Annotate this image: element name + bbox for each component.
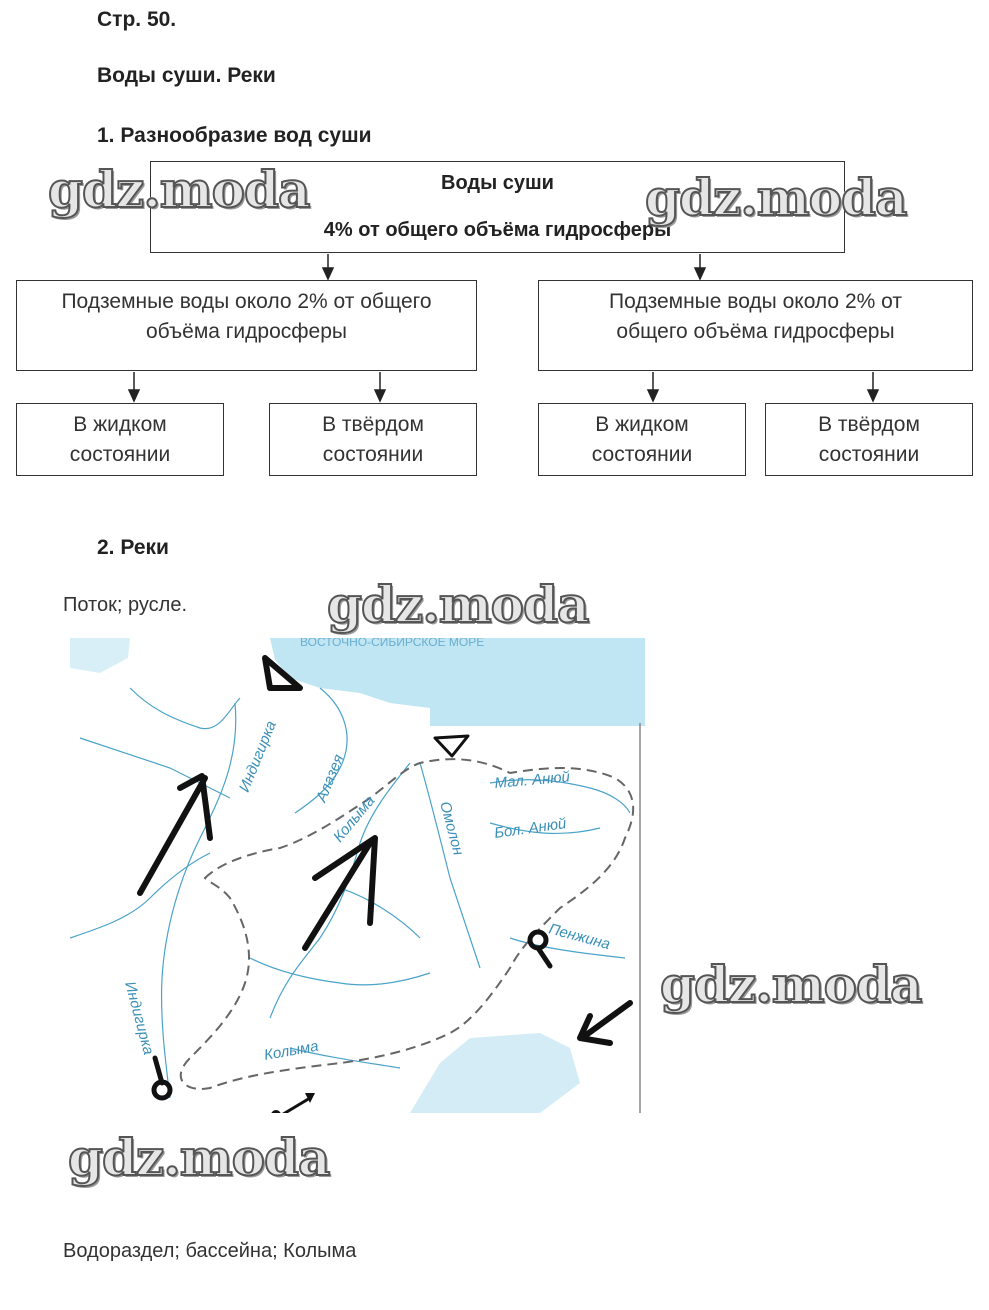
river-lines (70, 687, 631, 1099)
sea-area-bottom (410, 1033, 580, 1113)
arrow-head (866, 389, 880, 403)
leaf-box-2: В твёрдом состоянии (269, 403, 477, 476)
arrow-marker-1 (137, 775, 208, 896)
mid-left-line2: объёма гидросферы (146, 320, 347, 343)
leaf-box-4: В твёрдом состоянии (765, 403, 973, 476)
leaf-4-line1: В твёрдом (818, 413, 920, 436)
answer-2: Водораздел; бассейна; Колыма (63, 1240, 357, 1262)
mid-right-line1: Подземные воды около 2% от (609, 290, 902, 313)
watermark-2: gdz.moda (644, 167, 908, 228)
triangle-marker-source (262, 655, 303, 691)
mid-right-line2: общего объёма гидросферы (616, 320, 895, 343)
watermark-3: gdz.moda (326, 574, 590, 635)
top-box-title: Воды суши (441, 172, 554, 194)
hand-markers (137, 655, 633, 1113)
sea-label: ВОСТОЧНО-СИБИРСКОЕ МОРЕ (300, 638, 484, 649)
arrow-head (693, 267, 707, 281)
leaf-2-line2: состоянии (322, 443, 424, 466)
circle-marker-2-tail (152, 1055, 165, 1086)
watermark-5: gdz.moda (67, 1127, 331, 1188)
arrow-head (646, 389, 660, 403)
rivers-map: ВОСТОЧНО-СИБИРСКОЕ МОРЕ Индигирка Алазея… (70, 638, 645, 1113)
leaf-box-3: В жидком состоянии (538, 403, 746, 476)
leaf-3-line1: В жидком (595, 413, 689, 436)
watermark-1: gdz.moda (47, 159, 311, 220)
triangle-marker-mouth (433, 734, 470, 758)
diagram-arrows (127, 254, 880, 403)
watermark-4: gdz.moda (659, 954, 923, 1015)
leaf-1-line1: В жидком (73, 413, 167, 436)
mid-box-right: Подземные воды около 2% от общего объёма… (538, 280, 973, 371)
arrow-head (321, 267, 335, 281)
top-box: Воды суши 4% от общего объёма гидросферы (150, 161, 845, 253)
arrow-marker-1-head (177, 773, 213, 841)
section1-heading: 1. Разнообразие вод суши (97, 124, 372, 147)
river-label-mal-anyuy: Мал. Анюй (494, 768, 571, 792)
small-arrow-head (305, 1093, 315, 1103)
arrow-head (373, 389, 387, 403)
topic-title: Воды суши. Реки (97, 64, 276, 87)
leaf-2-line1: В твёрдом (322, 413, 424, 436)
leaf-4-line2: состоянии (818, 443, 920, 466)
arrow-head (127, 389, 141, 403)
leaf-1-line2: состоянии (69, 443, 171, 466)
page-heading: Стр. 50. (97, 8, 177, 31)
arrow-marker-3-head (577, 1013, 613, 1046)
arrow-marker-3 (579, 1000, 633, 1041)
leaf-3-line2: состоянии (591, 443, 693, 466)
arrow-marker-2-head (312, 835, 378, 926)
mid-box-left: Подземные воды около 2% от общего объёма… (16, 280, 477, 371)
mid-left-line1: Подземные воды около 2% от общего (61, 290, 432, 313)
leaf-box-1: В жидком состоянии (16, 403, 224, 476)
answer-1: Поток; русле. (63, 594, 188, 616)
top-box-subtitle: 4% от общего объёма гидросферы (323, 219, 672, 241)
section2-heading: 2. Реки (97, 536, 169, 559)
circle-marker-1-tail (535, 945, 553, 969)
arrow-marker-2 (302, 840, 373, 951)
sea-area (270, 638, 645, 726)
dot-marker (271, 1110, 281, 1113)
sea-area-left (70, 638, 130, 673)
small-arrow-marker (282, 1096, 312, 1113)
